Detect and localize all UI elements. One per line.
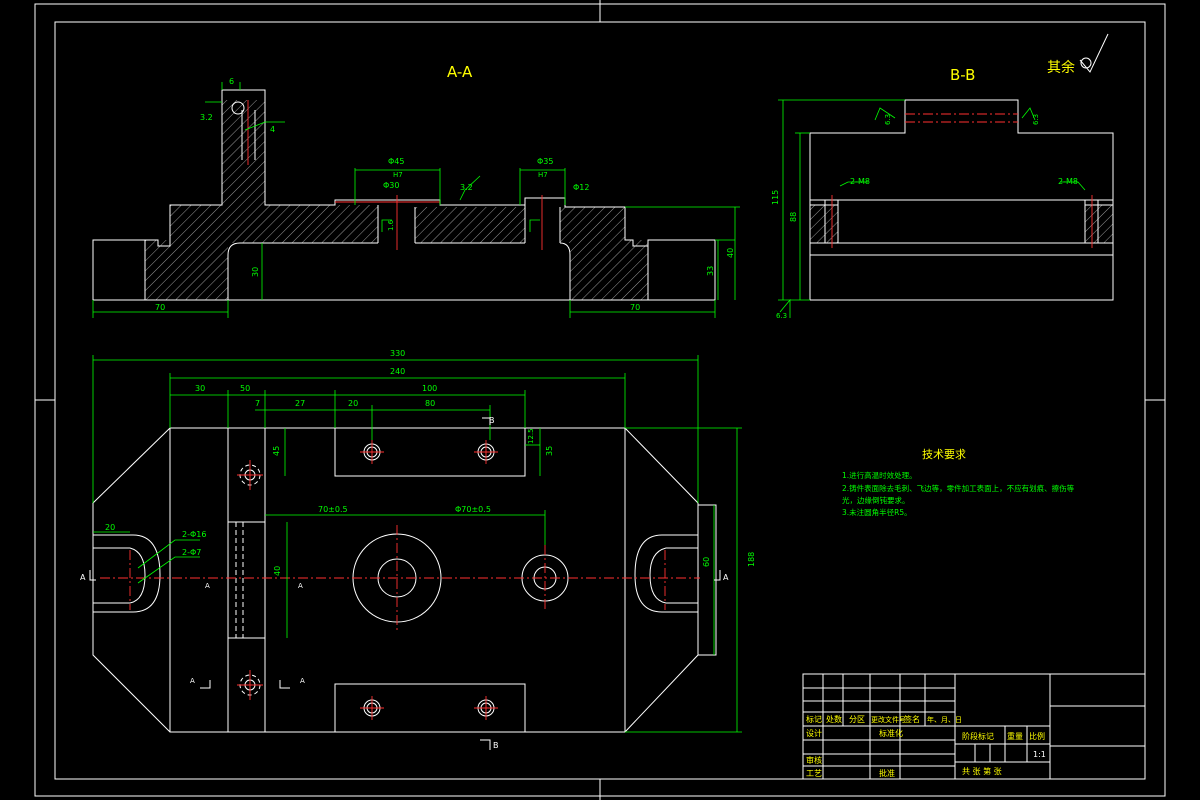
tb-stage-mark: 阶段标记: [962, 731, 994, 741]
section-bb-view: 115 88 2-M8 2-M8 6.3 6.3 6.3: [771, 99, 1114, 320]
aa-dim-phi-right2: Φ12: [573, 183, 589, 192]
plan-dim-center-a: 70±0.5: [318, 505, 348, 514]
plan-dim-80: 80: [425, 399, 435, 408]
plan-dim-7: 7: [255, 399, 260, 408]
plan-dim-inner: 240: [390, 367, 405, 376]
aa-dim-height-a: 30: [251, 267, 260, 277]
plan-dim-30: 30: [195, 384, 205, 393]
aa-dim-chamfer: 1.6: [387, 219, 395, 231]
bb-note-top-right: 6.3: [1032, 114, 1040, 125]
plan-dim-20b: 20: [105, 523, 115, 532]
aa-dim-height-c: 40: [726, 248, 735, 258]
plan-mark-a4: A: [298, 582, 303, 590]
tb-col-date: 年、月、日: [927, 715, 962, 724]
aa-dim-right-width: 70: [630, 303, 640, 312]
plan-dim-v3: 12.5: [527, 428, 535, 444]
bb-dim-h2: 88: [789, 212, 798, 222]
bb-thread-right: 2-M8: [1058, 177, 1078, 186]
plan-mark-a2: A: [300, 677, 305, 685]
tech-req-title: 技术要求: [922, 448, 966, 461]
plan-dim-v5: 188: [747, 552, 756, 567]
plan-mark-a1: A: [190, 677, 195, 685]
tb-col-signature: 签名: [904, 714, 920, 724]
tb-process: 工艺: [806, 769, 822, 778]
tb-col-mark: 标记: [806, 714, 822, 724]
section-aa-title: A-A: [447, 63, 473, 81]
plan-dim-overall: 330: [390, 349, 405, 358]
plan-dim-100: 100: [422, 384, 437, 393]
aa-dim-height-b: 33: [706, 266, 715, 276]
title-block: 标记 处数 分区 更改文件号 签名 年、月、日 设计 标准化 审核 工艺 批准 …: [802, 673, 1146, 780]
tb-approve: 批准: [879, 768, 895, 778]
aa-hatch-left: [145, 100, 378, 300]
roughness-symbol: [1079, 33, 1109, 73]
sheet-frame: [34, 0, 1166, 800]
bb-dim-h1: 115: [771, 190, 780, 205]
surface-roughness-note: 其余: [1047, 59, 1075, 76]
plan-holes-a: 2-Φ16: [182, 530, 206, 539]
tb-col-zone: 分区: [849, 715, 865, 724]
tb-col-changedoc: 更改文件号: [871, 715, 906, 724]
tb-standard: 标准化: [879, 728, 903, 738]
plan-dim-27: 27: [295, 399, 305, 408]
plan-mark-a-left: A: [80, 573, 86, 582]
plan-dim-v4: 40: [273, 566, 282, 576]
tech-req-line-2: 2.铸件表面除去毛刺、飞边等，零件加工表面上，不应有划痕、擦伤等: [842, 483, 1075, 493]
aa-hatch-right: [560, 207, 648, 300]
plan-mark-a3: A: [205, 582, 210, 590]
plan-dim-v2: 35: [545, 446, 554, 456]
plan-dim-50: 50: [240, 384, 250, 393]
plan-dim-center-b: Φ70±0.5: [455, 505, 491, 514]
plan-holes-b: 2-Φ7: [182, 548, 201, 557]
tb-design: 设计: [806, 728, 822, 738]
technical-requirements: 技术要求 1.进行高温时效处理。 2.铸件表面除去毛刺、飞边等，零件加工表面上，…: [842, 448, 1075, 517]
tech-req-line-1: 1.进行高温时效处理。: [842, 470, 917, 480]
bb-note-bottom: 6.3: [776, 312, 787, 320]
section-bb-title: B-B: [950, 66, 975, 84]
aa-dim-top-h2: 4: [270, 125, 275, 134]
tech-req-line-3: 光，边缘倒钝要求。: [842, 495, 910, 505]
plan-dim-20: 20: [348, 399, 358, 408]
plan-view: 330 240 30 50 100 7 27 20 80 20 70±0.5 Φ…: [80, 349, 756, 750]
bb-thread-left: 2-M8: [850, 177, 870, 186]
aa-dim-rough: 3.2: [460, 183, 473, 192]
tb-sheets: 共 张 第 张: [962, 766, 1002, 776]
aa-dim-top-h1: 3.2: [200, 113, 213, 122]
plan-mark-b-bottom: B: [493, 741, 499, 750]
aa-dim-tol-right: H7: [538, 171, 548, 179]
section-aa-view: 70 70 30 33 40 6 3.2 4 Φ45 Φ35 Φ30 Φ12 H…: [92, 77, 740, 318]
aa-dim-phi-left: Φ45: [388, 157, 404, 166]
plan-dim-v1: 45: [272, 446, 281, 456]
plan-mark-b: B: [489, 416, 495, 425]
aa-dim-tol-left: H7: [393, 171, 403, 179]
tb-ratio: 比例: [1029, 731, 1045, 741]
tech-req-line-4: 3.未注圆角半径R5。: [842, 507, 912, 517]
tb-check: 审核: [806, 755, 822, 765]
plan-dim-v6: 60: [702, 557, 711, 567]
aa-dim-phi-left2: Φ30: [383, 181, 399, 190]
tb-weight: 重量: [1007, 731, 1023, 741]
bb-note-top-left: 6.3: [884, 114, 892, 125]
aa-dim-top-w: 6: [229, 77, 234, 86]
tb-col-count: 处数: [826, 714, 842, 724]
aa-dim-left-width: 70: [155, 303, 165, 312]
tb-scale: 1:1: [1033, 750, 1046, 759]
plan-mark-a-right: A: [723, 573, 729, 582]
aa-hatch-center: [415, 207, 525, 243]
aa-dim-phi-right: Φ35: [537, 157, 553, 166]
